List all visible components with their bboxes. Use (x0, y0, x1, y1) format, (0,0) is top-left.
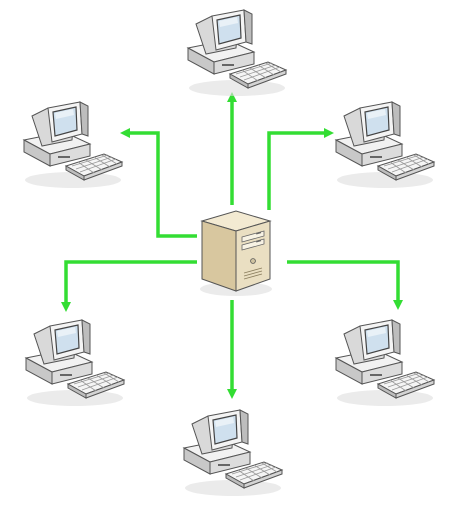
workstation-upper-right (335, 101, 435, 189)
connectors (61, 92, 403, 399)
desktop-computer-icon (183, 409, 283, 497)
workstation-lower-left (25, 319, 125, 407)
connector-lower-left (61, 260, 197, 312)
connector-upper-left (120, 128, 197, 238)
desktop-computer-icon (335, 101, 435, 189)
connector-lower-right (287, 260, 403, 310)
workstation-top (187, 9, 287, 97)
desktop-computer-icon (335, 319, 435, 407)
desktop-computer-icon (25, 319, 125, 407)
workstation-upper-left (23, 101, 123, 189)
workstation-bottom (183, 409, 283, 497)
central-server (199, 210, 273, 297)
connector-upper-right (267, 128, 334, 210)
desktop-computer-icon (187, 9, 287, 97)
workstation-lower-right (335, 319, 435, 407)
server-tower-icon (199, 210, 273, 297)
desktop-computer-icon (23, 101, 123, 189)
